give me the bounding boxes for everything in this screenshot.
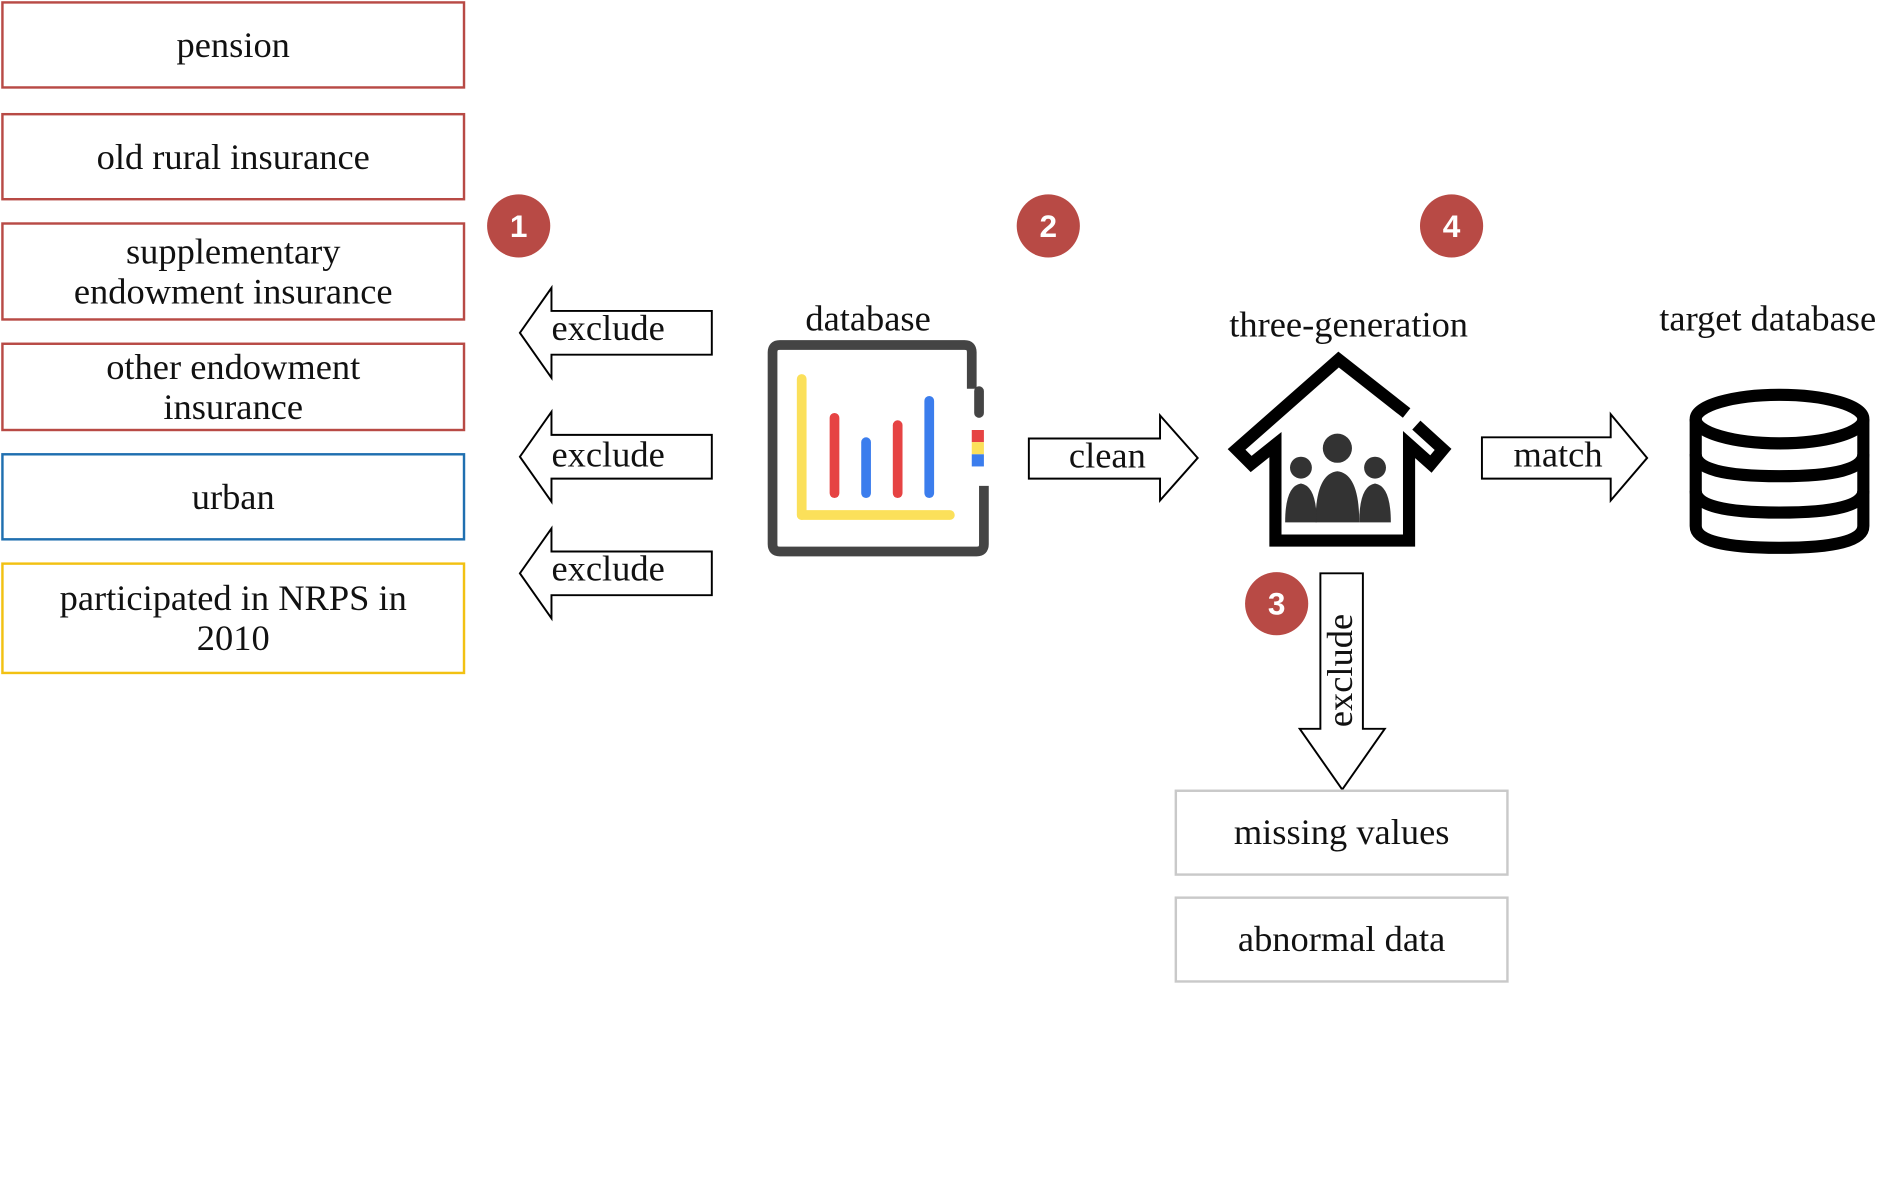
bar-chart-icon xyxy=(767,340,989,557)
criterion-pension: pension xyxy=(1,1,466,89)
abnormal-data-box: abnormal data xyxy=(1174,896,1509,983)
criterion-label: urban xyxy=(191,476,275,517)
exclude-label-1: exclude xyxy=(551,308,665,349)
criterion-label: participated in NRPS in 2010 xyxy=(59,578,407,659)
clean-arrow xyxy=(1027,412,1199,504)
database-label: database xyxy=(805,298,931,339)
match-arrow xyxy=(1480,411,1649,504)
flow-arrows xyxy=(518,284,1870,792)
criterion-other-endowment: other endowment insurance xyxy=(1,342,466,432)
step-badge-3: 3 xyxy=(1245,572,1309,636)
criterion-nrps-2010: participated in NRPS in 2010 xyxy=(1,562,466,675)
step-badge-4: 4 xyxy=(1419,194,1484,258)
criterion-label: pension xyxy=(176,24,290,65)
criterion-urban: urban xyxy=(1,453,466,541)
exclude-down-label: exclude xyxy=(1320,613,1361,728)
database-stack-icon xyxy=(1689,388,1870,554)
exclude-label-2: exclude xyxy=(551,434,665,475)
criterion-label: old rural insurance xyxy=(96,136,370,177)
criterion-label: supplementary endowment insurance xyxy=(73,231,393,312)
exclude-label-3: exclude xyxy=(551,549,665,590)
family-house-icon xyxy=(1227,351,1452,547)
step-badge-2: 2 xyxy=(1016,194,1080,258)
target-database-label: target database xyxy=(1659,298,1877,339)
exclude-arrow-3 xyxy=(518,525,713,622)
match-label: match xyxy=(1513,434,1603,475)
abnormal-data-label: abnormal data xyxy=(1237,919,1446,960)
exclude-down-arrow xyxy=(1297,572,1387,792)
exclude-arrow-1 xyxy=(518,284,713,381)
missing-values-label: missing values xyxy=(1233,812,1450,853)
criterion-label: other endowment insurance xyxy=(106,346,361,427)
missing-values-box: missing values xyxy=(1174,789,1509,876)
criterion-old-rural-insurance: old rural insurance xyxy=(1,112,466,201)
step-badge-1: 1 xyxy=(487,194,551,258)
exclude-arrow-2 xyxy=(518,408,713,505)
three-generation-label: three-generation xyxy=(1229,304,1469,345)
criterion-supplementary-endowment: supplementary endowment insurance xyxy=(1,222,466,321)
clean-label: clean xyxy=(1068,436,1146,477)
